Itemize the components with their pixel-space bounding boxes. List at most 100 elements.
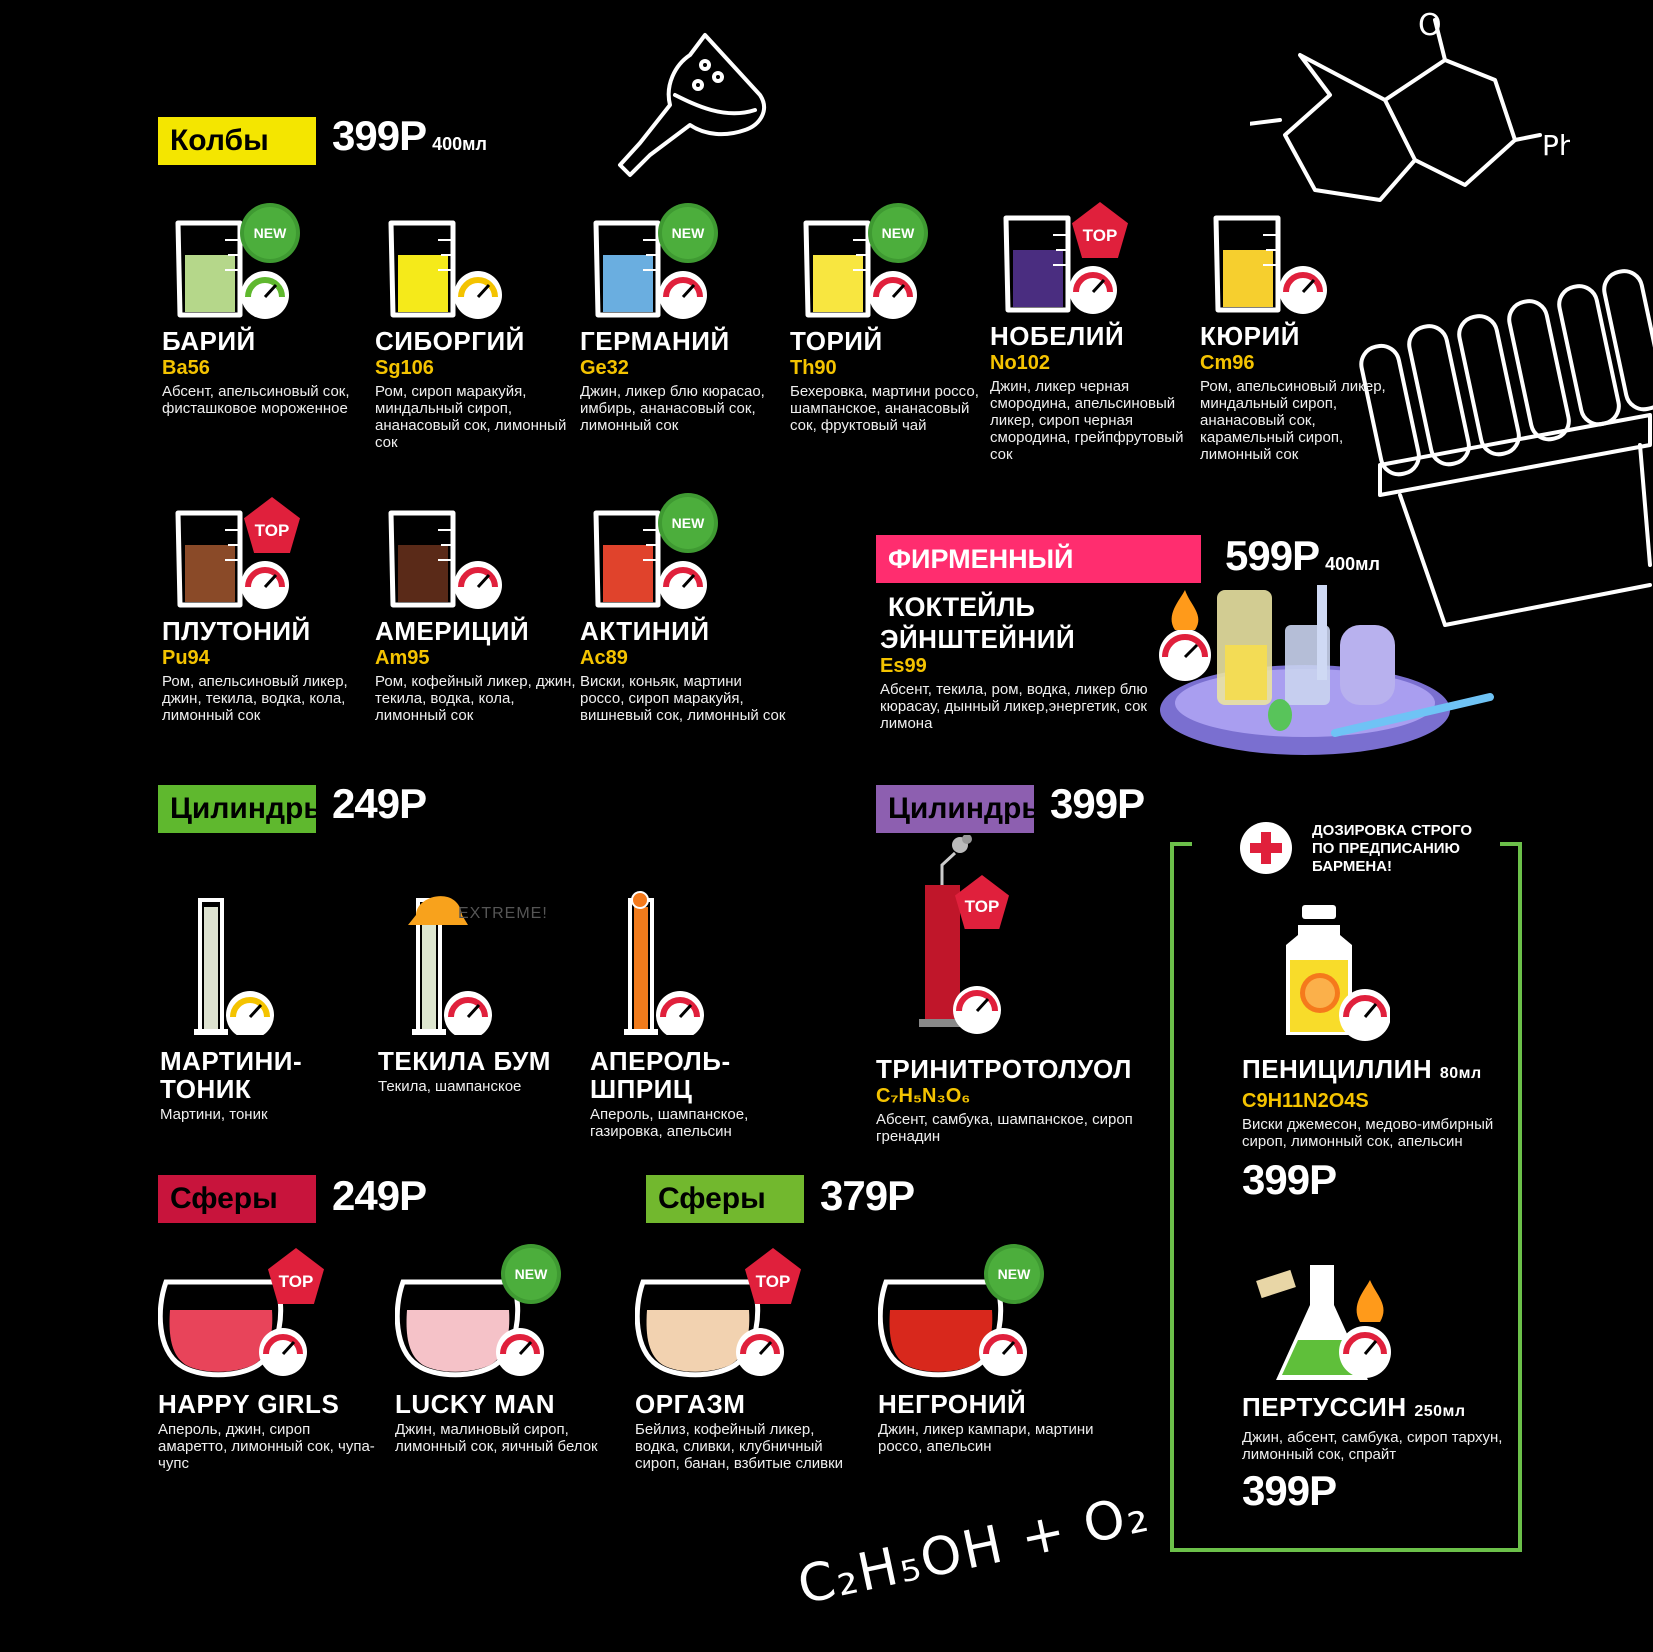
dosage-frame-top-left <box>1170 842 1192 846</box>
volume-kolby: 400мл <box>432 134 487 154</box>
item-desc: Виски, коньяк, мартини россо, сироп мара… <box>580 673 786 724</box>
item-name: ТЕКИЛА БУМ <box>378 1046 551 1076</box>
item-name: ГЕРМАНИЙ <box>580 326 730 356</box>
signature-item: ЭЙНШТЕЙНИЙ Es99 Абсент, текила, ром, вод… <box>880 625 1150 732</box>
item-desc: Абсент, самбука, шампанское, сироп грена… <box>876 1111 1133 1145</box>
section-tag-cyl399: Цилиндры <box>876 785 1047 833</box>
item-formula: C₇H₅N₃O₆ <box>876 1085 971 1107</box>
item-desc: Абсент, апельсиновый сок, фисташковое мо… <box>162 383 350 417</box>
item-name-row: ПЕРТУССИН 250мл <box>1242 1393 1512 1426</box>
item-formula: Ac89 <box>580 647 628 669</box>
pertussin-flask-icon <box>1256 1265 1391 1380</box>
tnt-item: ТРИНИТРОТОЛУОЛ C₇H₅N₃O₆ Абсент, самбука,… <box>876 1055 1156 1145</box>
item-desc: Ром, кофейный ликер, джин, текила, водка… <box>375 673 576 724</box>
new-badge: NEW <box>244 207 296 259</box>
beaker-icon <box>388 220 502 319</box>
oxygen-label: O <box>1418 8 1442 43</box>
cylinder-item: МАРТИНИ-ТОНИК Мартини, тоник <box>160 885 370 1123</box>
cylinder-icon <box>194 898 274 1035</box>
item-name: ТРИНИТРОТОЛУОЛ <box>876 1054 1132 1084</box>
phenyl-label: Ph <box>1542 129 1570 162</box>
item-name: АМЕРИЦИЙ <box>375 616 530 646</box>
item-volume: 80мл <box>1439 1065 1482 1082</box>
item-formula: No102 <box>990 352 1051 374</box>
pertussin-item: ПЕРТУССИН 250мл Джин, абсент, самбука, с… <box>1242 1393 1512 1515</box>
beaker-icon <box>1213 215 1327 314</box>
top-badge: TOP <box>745 1248 801 1304</box>
item-name: АКТИНИЙ <box>580 616 710 646</box>
new-badge: NEW <box>988 1248 1040 1300</box>
item-desc: Текила, шампанское <box>378 1078 522 1095</box>
price-sph379: 379Р <box>820 1172 915 1219</box>
item-name: АПЕРОЛЬ-ШПРИЦ <box>590 1046 731 1104</box>
item-desc: Джин, ликер кампари, мартини россо, апел… <box>878 1421 1094 1455</box>
dosage-frame-top-right <box>1500 842 1522 846</box>
item-name: ПЕНИЦИЛЛИН <box>1242 1054 1433 1084</box>
item-name: ОРГАЗМ <box>635 1389 746 1419</box>
price-cyl399: 399Р <box>1050 780 1145 827</box>
new-badge: NEW <box>662 207 714 259</box>
beaker-icon <box>388 510 502 609</box>
item-price: 399Р <box>1242 1156 1337 1203</box>
item-name-row: ПЕНИЦИЛЛИН 80мл <box>1242 1055 1512 1088</box>
top-badge: TOP <box>268 1248 324 1304</box>
item-desc: Джин, абсент, самбука, сироп тархун, лим… <box>1242 1429 1503 1463</box>
dosage-note: ДОЗИРОВКА СТРОГО ПО ПРЕДПИСАНИЮ БАРМЕНА! <box>1312 822 1473 875</box>
item-desc: Апероль, шампанское, газировка, апельсин <box>590 1106 749 1140</box>
price-kolby-value: 399Р <box>332 112 427 159</box>
item-desc: Джин, ликер блю кюрасао, имбирь, ананасо… <box>580 383 765 434</box>
item-formula: Ge32 <box>580 357 629 379</box>
flask-chalk-drawing <box>618 33 766 177</box>
new-badge: NEW <box>505 1248 557 1300</box>
molecule-chalk-drawing: O Ph <box>1250 8 1570 202</box>
section-tag-signature: ФИРМЕННЫЙ КОКТЕЙЛЬ <box>876 535 1201 622</box>
new-badge: NEW <box>872 207 924 259</box>
item-desc: Мартини, тоник <box>160 1106 268 1123</box>
item-formula: Pu94 <box>162 647 210 669</box>
price-signature-value: 599Р <box>1225 532 1320 579</box>
item-desc: Ром, апельсиновый ликер, миндальный сиро… <box>1200 378 1386 463</box>
penicillin-item: ПЕНИЦИЛЛИН 80мл C9H11N2O4S Виски джемесо… <box>1242 1055 1512 1204</box>
cylinder-icon <box>408 896 492 1035</box>
item-name: НЕГРОНИЙ <box>878 1389 1027 1419</box>
item-desc: Виски джемесон, медово-имбирный сироп, л… <box>1242 1116 1494 1150</box>
price-sph249: 249Р <box>332 1172 427 1219</box>
item-formula: Sg106 <box>375 357 434 379</box>
item-name: НОБЕЛИЙ <box>990 321 1125 351</box>
sphere-glass-icon <box>878 1279 1027 1378</box>
beaker-icon <box>175 510 289 609</box>
item-formula: Th90 <box>790 357 837 379</box>
item-name: БАРИЙ <box>162 326 256 356</box>
ethanol-formula-chalk: C₂H₅OH + O₂ <box>792 1483 1155 1617</box>
sphere-glass-icon <box>158 1279 307 1378</box>
section-tag-kolby: Колбы #4 <box>158 117 316 205</box>
beaker-icon <box>1003 215 1117 314</box>
cylinder-icon <box>624 891 704 1035</box>
item-desc: Бейлиз, кофейный ликер, водка, сливки, к… <box>635 1421 844 1472</box>
item-formula: Ba56 <box>162 357 210 379</box>
item-desc: Абсент, текила, ром, водка, ликер блю кю… <box>880 681 1148 732</box>
item-name: ПЕРТУССИН <box>1242 1392 1407 1422</box>
item-price: 399Р <box>1242 1467 1337 1514</box>
sphere-glass-icon <box>635 1279 784 1378</box>
beaker-icon <box>593 220 707 319</box>
item-desc: Ром, сироп маракуйя, миндальный сироп, а… <box>375 383 567 451</box>
item-name: ЭЙНШТЕЙНИЙ <box>880 624 1076 654</box>
beaker-icon <box>175 220 289 319</box>
item-formula: Am95 <box>375 647 430 669</box>
price-cyl249: 249Р <box>332 780 427 827</box>
item-name: МАРТИНИ-ТОНИК <box>160 1046 303 1104</box>
